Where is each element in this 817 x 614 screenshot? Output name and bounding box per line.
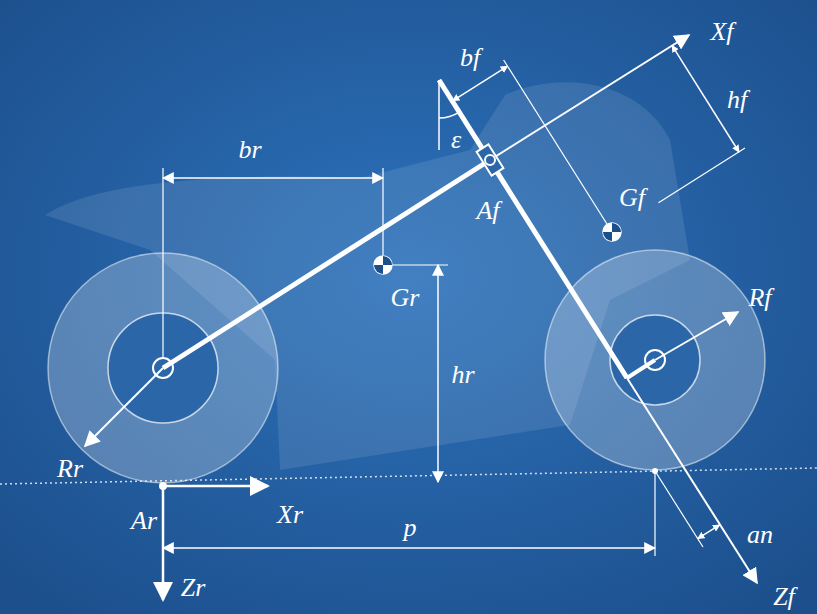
symbol-label-holder: p — [404, 515, 417, 541]
hf-extension — [659, 148, 746, 203]
caster-angle-arc — [439, 112, 459, 118]
zr-axis — [162, 486, 165, 600]
br-extension — [162, 168, 163, 358]
symbol-label-holder: Gr — [391, 285, 420, 311]
symbol-label-holder: Xr — [277, 502, 303, 528]
symbol-label: hr — [451, 360, 474, 389]
symbol-label: p — [404, 513, 417, 542]
symbol-label: Xr — [277, 500, 303, 529]
symbol-label-holder: an — [747, 522, 773, 548]
symbol-label-holder: Ar — [131, 508, 157, 534]
vertical-reference — [438, 80, 440, 150]
symbol-label: Zr — [181, 573, 206, 602]
symbol-label: ε — [451, 125, 461, 154]
rear-contact-point — [159, 482, 167, 490]
symbol-label: Af — [476, 196, 499, 225]
p-dimension — [163, 547, 655, 549]
symbol-label: hf — [727, 85, 747, 114]
hr-extension — [393, 264, 448, 265]
symbol-label-holder: bf — [460, 45, 480, 71]
symbol-label: Rr — [57, 454, 83, 483]
symbol-label-holder: ε — [451, 127, 461, 153]
symbol-label: Zf — [773, 582, 795, 611]
symbol-label-holder: hr — [451, 362, 474, 388]
symbol-label-holder: Rf — [748, 285, 771, 311]
symbol-label: bf — [460, 43, 480, 72]
front-wheel — [545, 250, 765, 470]
an-extension — [655, 471, 703, 547]
hr-dimension — [437, 265, 439, 482]
centre-of-mass-symbol — [603, 223, 621, 241]
symbol-label: br — [238, 135, 261, 164]
gf-parallel-line — [504, 60, 612, 232]
zf-axis — [627, 378, 757, 583]
symbol-label-holder: Zr — [181, 575, 206, 601]
centre-of-mass-symbol — [374, 256, 392, 274]
steering-joint — [477, 144, 504, 175]
symbol-label-holder: Xf — [710, 19, 733, 45]
an-dimension — [698, 525, 720, 539]
front-fork — [439, 80, 627, 378]
symbol-label: Rf — [748, 283, 771, 312]
fork-offset — [627, 360, 655, 378]
symbol-label: an — [747, 520, 773, 549]
symbol-label: Ar — [131, 506, 157, 535]
steering-point — [485, 155, 495, 165]
rear-frame — [163, 160, 490, 368]
symbol-label-holder: hf — [727, 87, 747, 113]
symbol-label-holder: Rr — [57, 456, 83, 482]
xr-axis — [163, 485, 268, 488]
xf-axis — [490, 35, 689, 160]
symbol-label-holder: Af — [476, 198, 499, 224]
symbol-label: Gr — [391, 283, 420, 312]
symbol-label-holder: Zf — [773, 584, 795, 610]
front-radius-arrow — [655, 312, 738, 360]
p-extension — [654, 470, 655, 556]
symbol-label-holder: Gf — [619, 185, 645, 211]
br-dimension — [163, 177, 383, 179]
symbol-label-holder: br — [238, 137, 261, 163]
br-extension — [382, 168, 383, 255]
rear-radius-arrow — [85, 368, 163, 446]
symbol-label: Gf — [619, 183, 645, 212]
symbol-label: Xf — [710, 17, 733, 46]
